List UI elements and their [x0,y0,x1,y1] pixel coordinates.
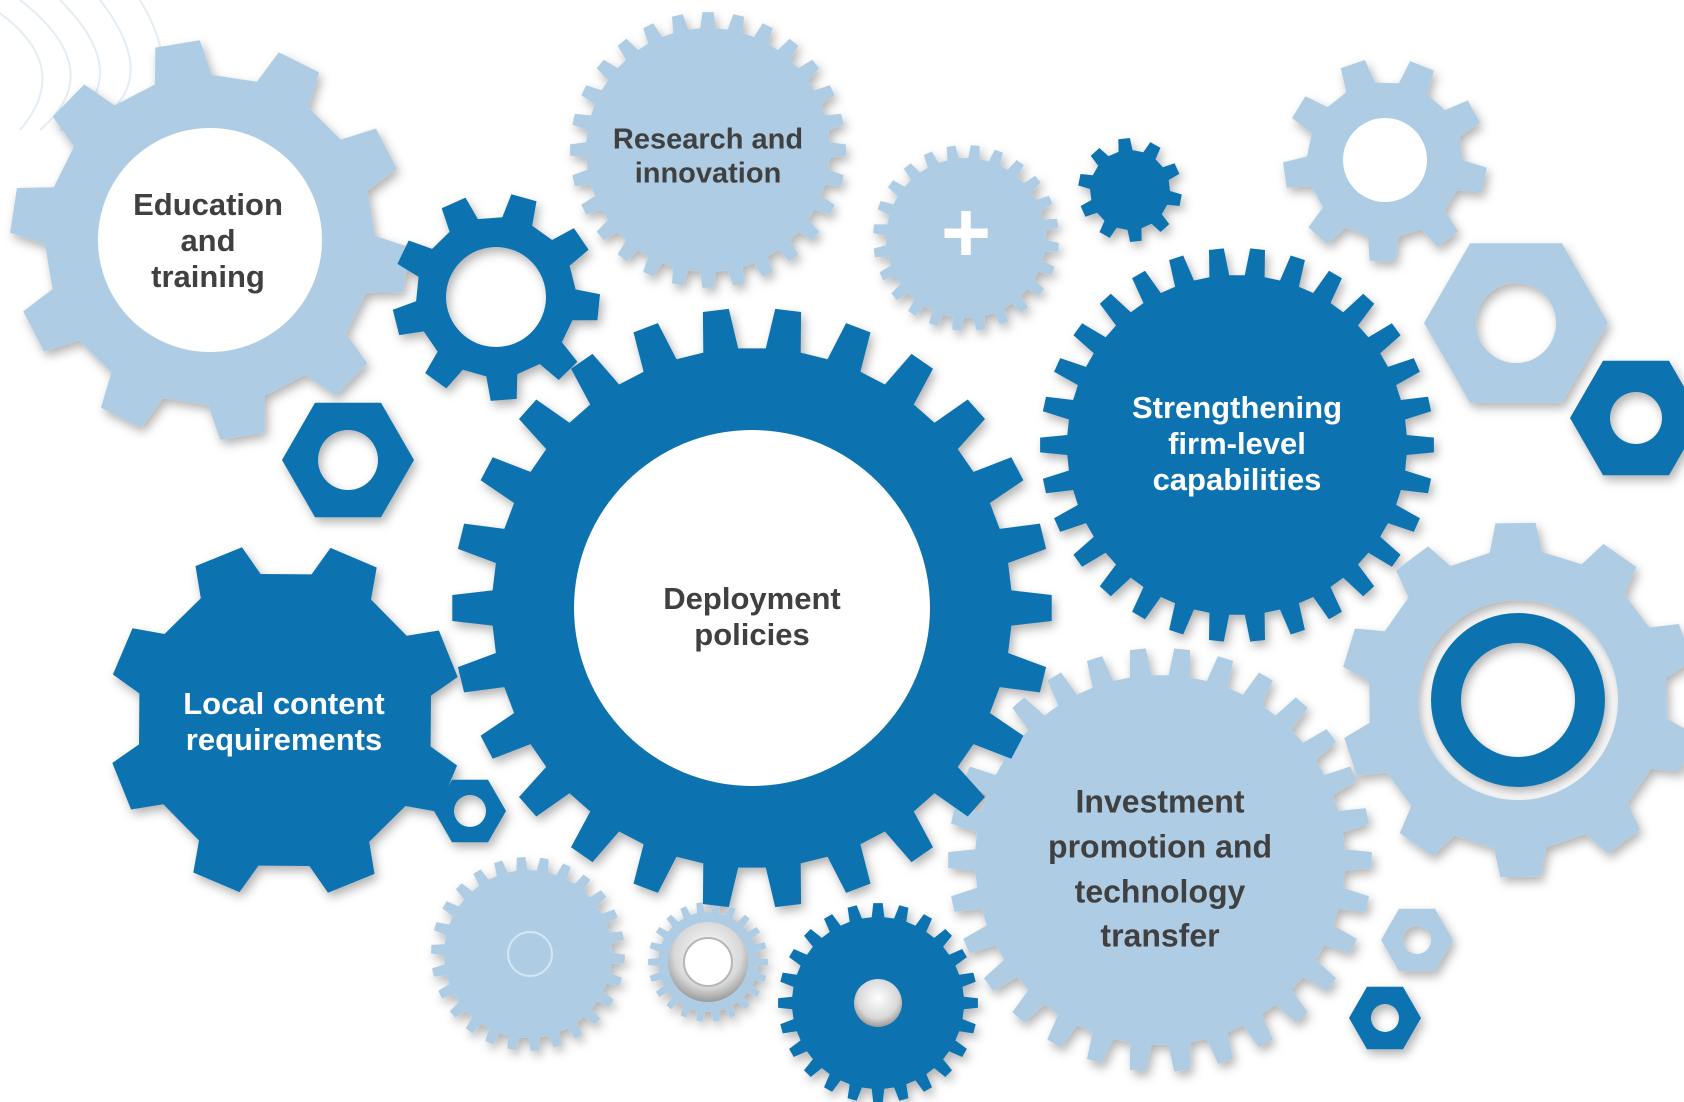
gear-tiny [1078,138,1182,242]
gear-plus [873,145,1059,331]
gear-right-edge-ring [1431,613,1605,787]
nut-left [282,402,414,518]
nut-bottom-right-light [1381,908,1453,972]
gear-bottom-left-light [431,857,625,1051]
gear-education-center [98,128,322,352]
nut-right-edge [1570,360,1684,476]
plus-icon: + [941,185,991,281]
gear-chrome-hole [683,937,733,987]
gear-research [570,12,846,288]
gear-bottom-dark-hub [854,979,902,1027]
gear-small-top [392,194,600,401]
gear-top-right-center [1343,118,1427,202]
gear-deployment-center [574,430,930,786]
nut-bottom-right-dark [1349,986,1421,1050]
gear-right-edge [1343,522,1684,878]
background-pattern-line [0,12,44,131]
gear-bottom-left-ring [507,931,553,977]
gear-local-content [112,547,458,893]
nut-right-light [1424,243,1608,403]
nut-small-center [434,779,506,843]
gear-investment [948,648,1372,1072]
gear-strengthening [1040,248,1434,642]
